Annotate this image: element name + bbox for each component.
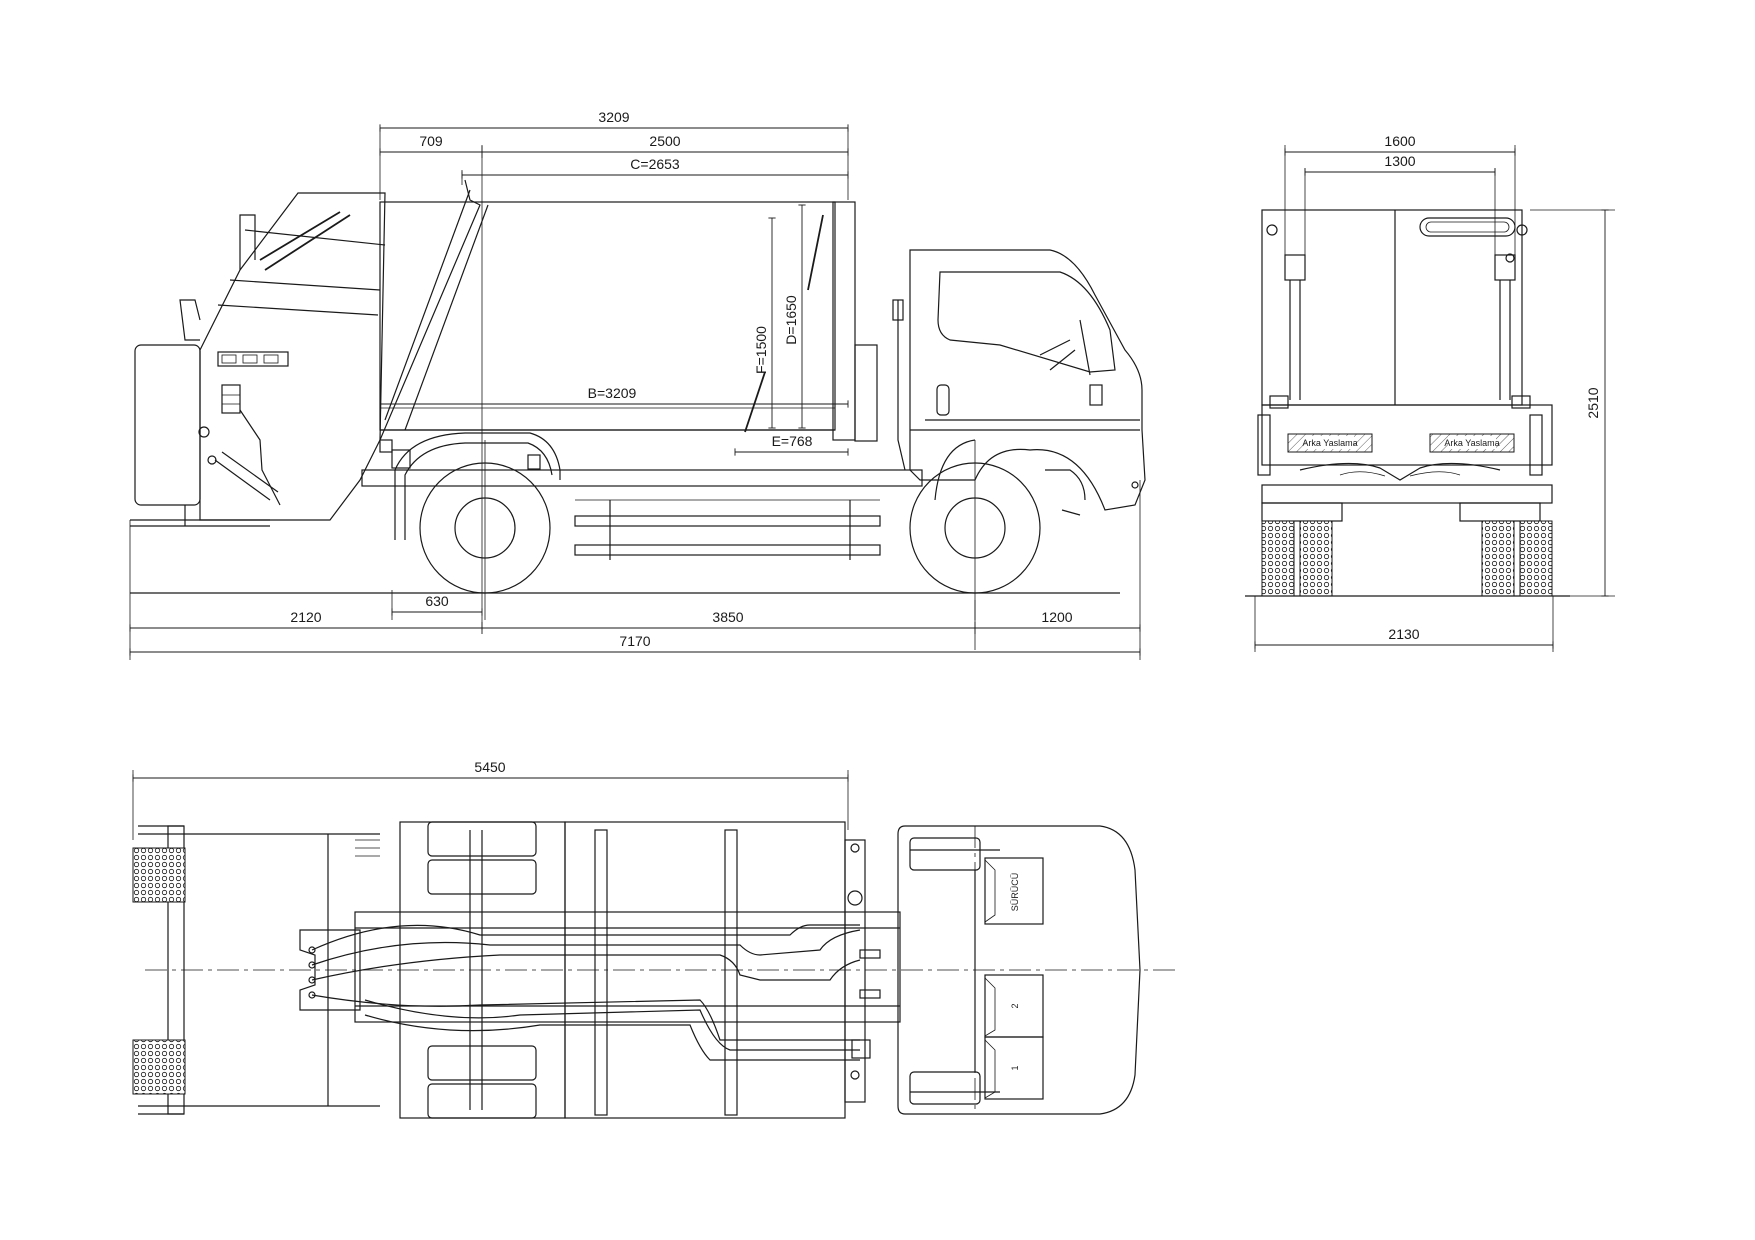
dim-1300: 1300 [1384, 153, 1415, 169]
top-cab: SÜRÜCÜ 2 1 [897, 825, 1141, 1115]
rear-handle [1419, 217, 1516, 237]
seat-1 [984, 1036, 1044, 1100]
dim-f: F=1500 [753, 326, 769, 374]
rear-dimensions: 1600 1300 2510 2130 [1254, 133, 1615, 652]
right-bumper-label: Arka Yaslama [1444, 438, 1499, 448]
front-wheel [909, 439, 1041, 620]
top-rear-tyre-right [132, 1039, 186, 1095]
dim-3209-top: 3209 [598, 109, 629, 125]
rear-tyre-outer-right [1519, 520, 1553, 597]
dim-630: 630 [425, 593, 449, 609]
cab [892, 249, 1146, 516]
left-bumper-label: Arka Yaslama [1302, 438, 1357, 448]
top-hydraulic-hoses [299, 843, 881, 1080]
top-chassis [354, 911, 901, 1023]
driver-seat-label: SÜRÜCÜ [1010, 873, 1020, 912]
rear-tailgate [130, 192, 386, 527]
rear-view: Arka Yaslama Arka Yaslama 1600 1300 25 [1245, 133, 1615, 652]
top-dimensions: 5450 [132, 759, 849, 840]
dim-d: D=1650 [783, 295, 799, 345]
top-rear-tyre-left [132, 847, 186, 903]
rear-body [1261, 209, 1523, 406]
dim-1600: 1600 [1384, 133, 1415, 149]
dim-3850: 3850 [712, 609, 743, 625]
rear-tyre-inner-right [1481, 520, 1515, 597]
dim-2120: 2120 [290, 609, 321, 625]
side-view: 3209 709 2500 C=2653 F=1500 D=1650 B=320… [129, 109, 1146, 660]
dim-7170: 7170 [619, 633, 650, 649]
rear-tyre-outer-left [1261, 520, 1295, 597]
top-view: SÜRÜCÜ 2 1 5450 [132, 759, 1180, 1119]
rear-fender [379, 432, 561, 540]
seat-1-label: 1 [1010, 1065, 1020, 1070]
seat-2-label: 2 [1010, 1003, 1020, 1008]
rear-tyre-inner-left [1299, 520, 1333, 597]
dim-2510: 2510 [1585, 387, 1601, 418]
rear-wheel [419, 440, 551, 620]
dim-e: E=768 [772, 433, 813, 449]
chassis-frame [361, 469, 923, 560]
dim-2130: 2130 [1388, 626, 1419, 642]
driver-seat [984, 857, 1044, 925]
dim-5450: 5450 [474, 759, 505, 775]
dim-b: B=3209 [588, 385, 637, 401]
dim-1200: 1200 [1041, 609, 1072, 625]
rear-bin-lifter [1261, 404, 1553, 466]
dim-c: C=2653 [630, 156, 680, 172]
dim-709: 709 [419, 133, 443, 149]
dim-2500: 2500 [649, 133, 680, 149]
side-dimensions: 3209 709 2500 C=2653 F=1500 D=1650 B=320… [129, 109, 1141, 660]
